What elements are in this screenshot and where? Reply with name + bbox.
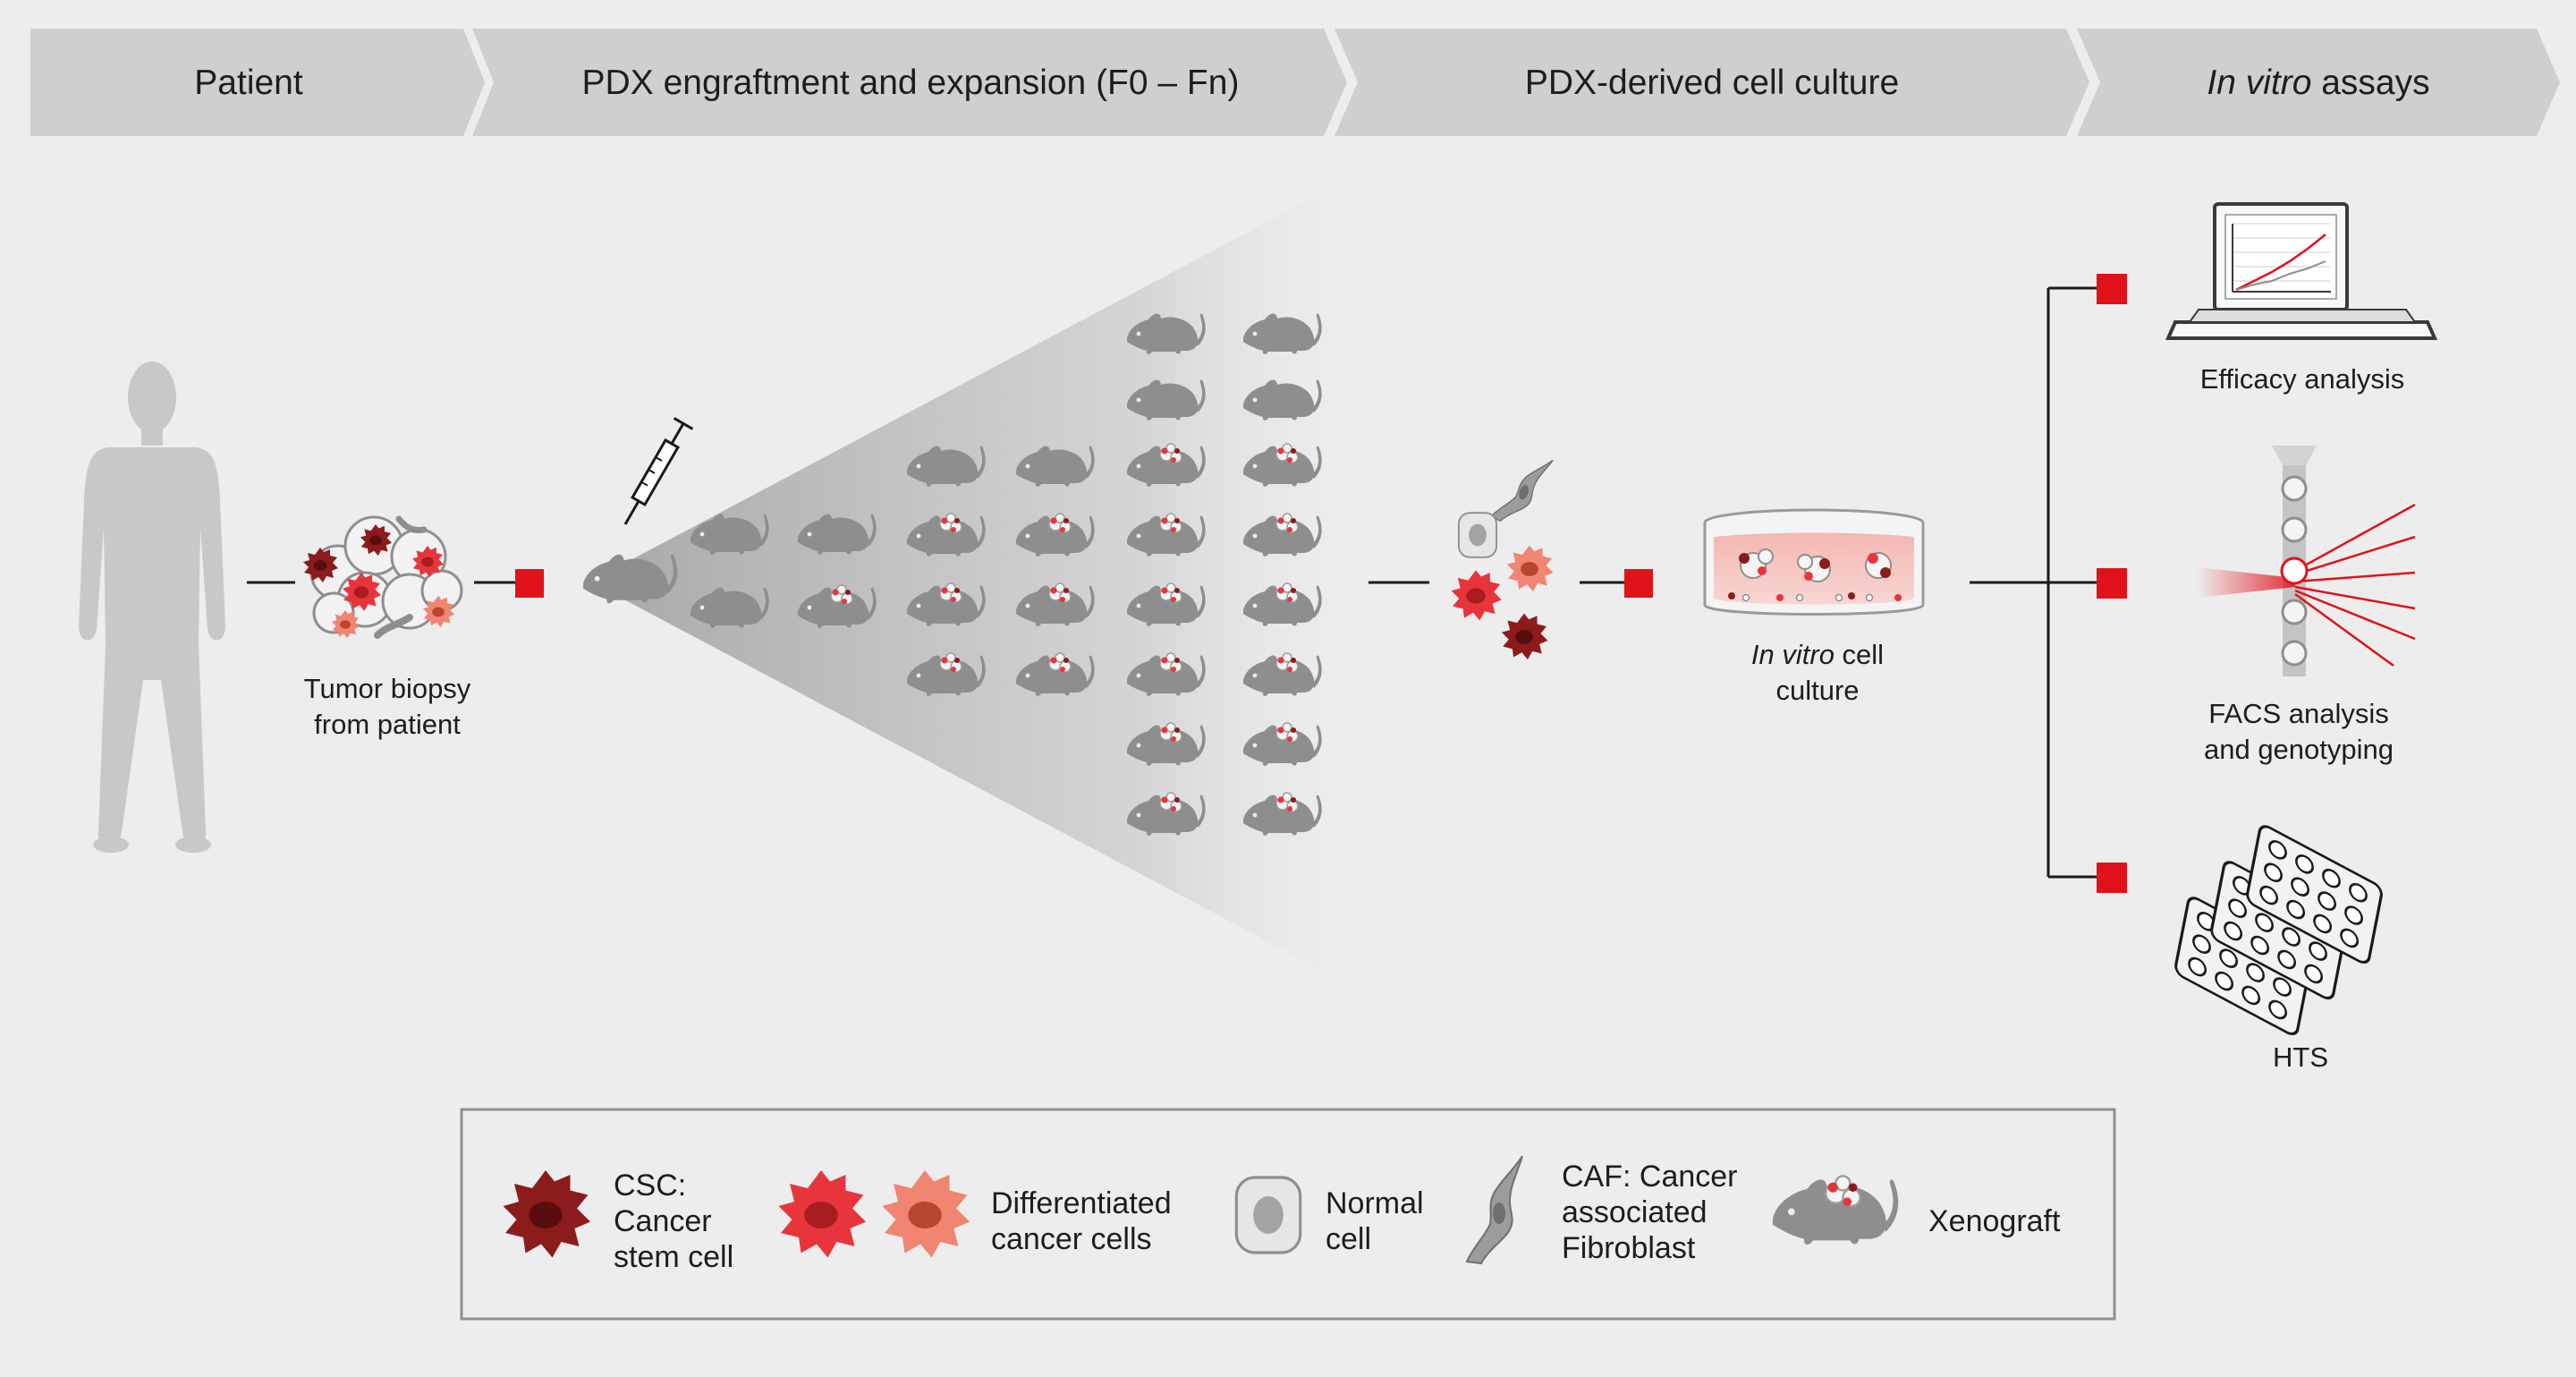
in-vitro-culture-caption-italic: In vitro: [1751, 639, 1835, 670]
tumor-biopsy-caption-line1: Tumor biopsy: [304, 673, 471, 704]
legend-differentiated-label-line2: cancer cells: [991, 1222, 1152, 1256]
header-step-in-vitro-assays: In vitro assays: [2077, 29, 2560, 136]
legend-differentiated-label-line1: Differentiated: [991, 1186, 1172, 1220]
step-marker-square: [2097, 568, 2127, 599]
legend-xenograft-icon: [1773, 1176, 1898, 1245]
facs-flow-icon: [2197, 446, 2416, 676]
legend-caf-label-line3: Fibroblast: [1562, 1231, 1696, 1265]
assay-branch-connector: [1970, 286, 2097, 879]
legend-caf-icon: [1466, 1155, 1523, 1264]
legend-box: [460, 1108, 2116, 1321]
header-step-pdx-engraftment: PDX engraftment and expansion (F0 – Fn): [472, 29, 1347, 136]
header-step-label: PDX-derived cell culture: [1525, 64, 1899, 102]
header-step-patient: Patient: [30, 29, 485, 136]
legend-differentiated-salmon-icon: [882, 1170, 970, 1258]
header-step-label: PDX engraftment and expansion (F0 – Fn): [582, 64, 1240, 102]
legend-csc-label-line2: Cancer: [614, 1204, 712, 1238]
legend-caf-label-line2: associated: [1562, 1195, 1707, 1229]
in-vitro-culture-caption-line1: In vitro cell: [1751, 639, 1884, 670]
laptop-chart-icon: [2165, 202, 2438, 340]
well-plate-icon: [2174, 825, 2383, 1036]
facs-caption-line1: FACS analysis: [2208, 698, 2389, 729]
header-step-label: In vitro assays: [2207, 64, 2429, 102]
legend-differentiated-red-icon: [778, 1170, 866, 1258]
extracted-cells-group: [1451, 446, 1554, 660]
hts-caption: HTS: [2273, 1041, 2328, 1073]
legend-csc-label-line1: CSC:: [614, 1169, 686, 1203]
legend-csc-label-line3: stem cell: [614, 1240, 733, 1274]
header-step-label: Patient: [194, 64, 303, 102]
header-step-label-rest: assays: [2311, 64, 2429, 102]
syringe-icon: [623, 417, 694, 525]
petri-dish-icon: [1703, 508, 1925, 616]
tumor-cluster-icon: [303, 515, 463, 639]
legend-xenograft-label: Xenograft: [1928, 1204, 2061, 1238]
expansion-cone: [590, 161, 1382, 1002]
step-marker-square: [2097, 863, 2127, 893]
step-marker-square: [1624, 569, 1653, 598]
header-step-cell-culture: PDX-derived cell culture: [1335, 29, 2089, 136]
in-vitro-culture-caption-rest: cell: [1835, 639, 1884, 670]
legend-normal-cell-icon: [1234, 1176, 1302, 1254]
step-marker-square: [515, 569, 544, 598]
legend-normal-label-line2: cell: [1326, 1222, 1371, 1256]
human-silhouette-icon: [79, 361, 225, 853]
step-marker-square: [2097, 274, 2127, 304]
tumor-biopsy-caption-line2: from patient: [314, 709, 461, 740]
efficacy-analysis-caption: Efficacy analysis: [2200, 363, 2405, 395]
legend-caf-label-line1: CAF: Cancer: [1562, 1160, 1738, 1194]
in-vitro-culture-caption-line2: culture: [1775, 675, 1859, 706]
legend-csc-icon: [503, 1170, 590, 1258]
header-step-label-italic: In vitro: [2207, 64, 2311, 102]
legend-normal-label-line1: Normal: [1326, 1186, 1424, 1220]
facs-caption-line2: and genotyping: [2204, 734, 2394, 765]
